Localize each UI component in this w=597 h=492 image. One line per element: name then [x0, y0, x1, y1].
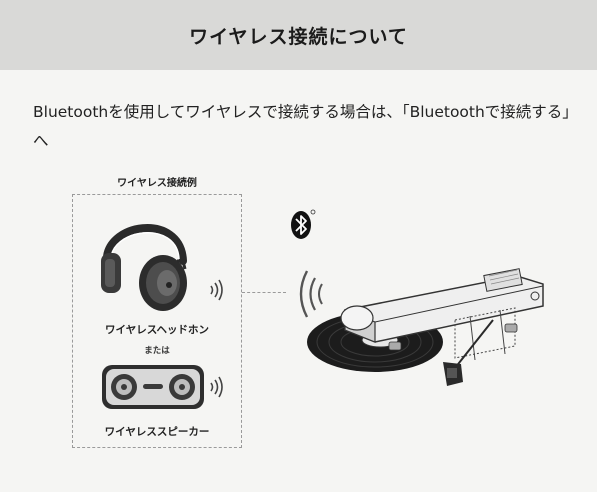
speaker-label: ワイヤレススピーカー [104, 426, 210, 438]
sound-waves-icon [209, 376, 223, 402]
page-title: ワイヤレス接続について [189, 25, 408, 48]
connector-line [242, 292, 286, 293]
intro-text: Bluetoothを使用してワイヤレスで接続する場合は、「Bluetoothで接… [33, 103, 571, 150]
headphones-icon [97, 205, 189, 317]
header-band: ワイヤレス接続について [0, 0, 597, 70]
example-caption: ワイヤレス接続例 [117, 178, 197, 189]
or-label: または [144, 346, 170, 356]
headphone-label: ワイヤレスヘッドホン [105, 324, 209, 336]
sound-waves-icon [209, 279, 223, 305]
speaker-icon [101, 364, 205, 414]
example-box [72, 194, 242, 448]
turntable-icon [305, 250, 565, 399]
sound-waves-icon [288, 266, 328, 326]
bluetooth-icon [290, 208, 316, 244]
